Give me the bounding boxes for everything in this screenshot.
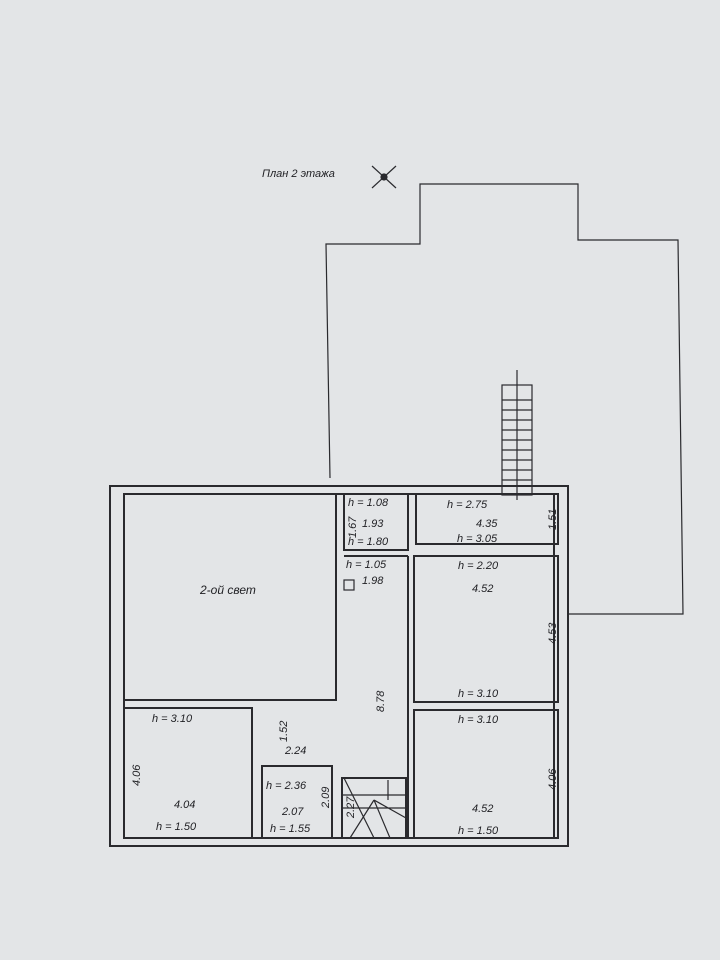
stairs-side: 2.27	[345, 796, 357, 819]
left-bottom-side: 4.06	[131, 764, 143, 786]
right-mid-side: 4.53	[547, 622, 559, 644]
right-bottom-h2: h = 1.50	[458, 825, 499, 837]
upper-stair	[501, 370, 533, 500]
bath-top: 2.24	[284, 745, 306, 757]
small-top-side: 1.67	[347, 516, 359, 538]
compass-icon	[371, 165, 397, 189]
hall-h: h = 1.05	[346, 559, 387, 571]
balcony-h1: h = 2.75	[447, 499, 488, 511]
small-top-h1: h = 1.08	[348, 497, 389, 509]
roof-outline	[325, 183, 684, 615]
small-top-h2: h = 1.80	[348, 536, 389, 548]
bath-area: 2.07	[281, 806, 304, 818]
right-bottom-h1: h = 3.10	[458, 714, 499, 726]
bath-h1: h = 2.36	[266, 780, 307, 792]
balcony-h2: h = 3.05	[457, 533, 498, 545]
hall-area: 1.98	[362, 575, 384, 587]
bath-side: 2.09	[320, 787, 332, 809]
right-mid-h2: h = 3.10	[458, 688, 499, 700]
balcony-area: 4.35	[476, 518, 498, 530]
bath-h2: h = 1.55	[270, 823, 311, 835]
left-bottom-h1: h = 3.10	[152, 713, 193, 725]
hall-length: 8.78	[375, 690, 387, 712]
chimney-icon	[343, 579, 355, 591]
right-bottom-area: 4.52	[472, 803, 493, 815]
balcony-side: 1.51	[547, 509, 559, 530]
plan-title: План 2 этажа	[262, 168, 335, 180]
room-label-second-light: 2-ой свет	[199, 583, 256, 597]
bath-side-top: 1.52	[278, 721, 290, 742]
walls	[109, 485, 569, 847]
right-mid-h1: h = 2.20	[458, 560, 499, 572]
right-mid-area: 4.52	[472, 583, 493, 595]
small-top-area: 1.93	[362, 518, 384, 530]
left-bottom-area: 4.04	[174, 799, 195, 811]
left-bottom-h2: h = 1.50	[156, 821, 197, 833]
right-bottom-side: 4.06	[547, 768, 559, 790]
